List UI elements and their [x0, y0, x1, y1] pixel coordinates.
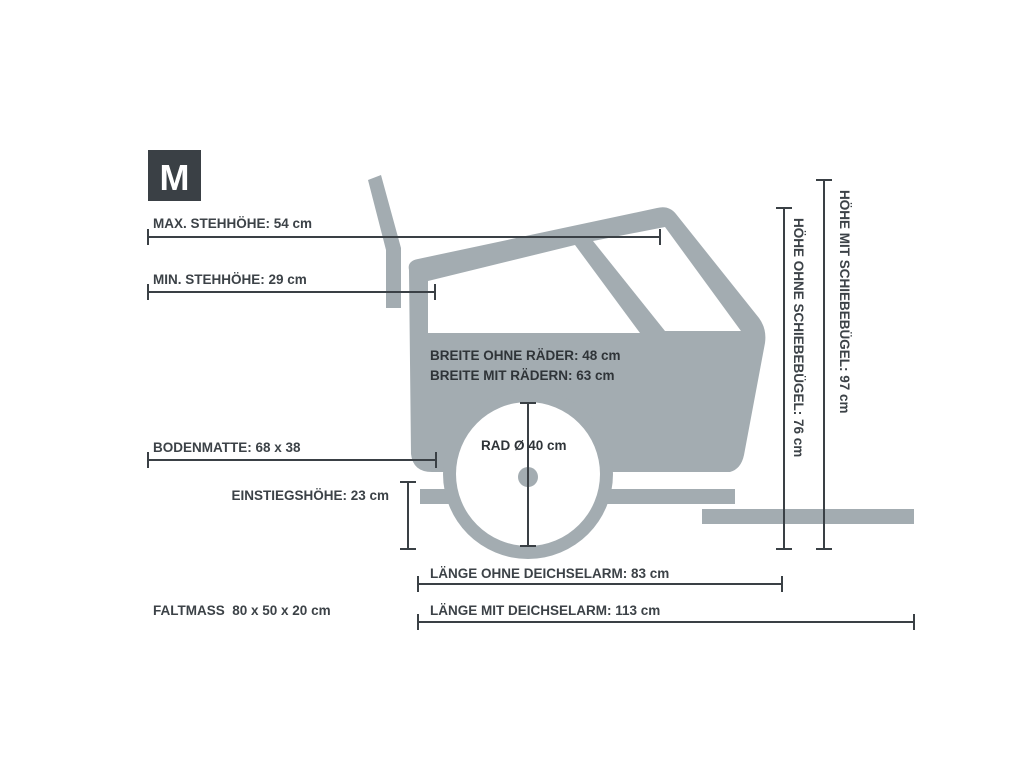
dim-line-max-standing-height	[147, 229, 661, 245]
dim-line-height-with-push-bar	[816, 179, 832, 550]
dim-line-height-without-push-bar	[776, 207, 792, 550]
label-entry-height: EINSTIEGSHÖHE: 23 cm	[231, 488, 389, 503]
dim-line-wheel-diameter	[520, 402, 536, 547]
rear-window	[593, 227, 741, 331]
dim-line-min-standing-height	[147, 284, 436, 300]
push-bar	[368, 175, 401, 308]
dimension-lines	[147, 179, 915, 630]
label-height-without-push-bar: HÖHE OHNE SCHIEBEBÜGEL: 76 cm	[791, 218, 806, 457]
dim-line-floor-mat	[147, 452, 437, 468]
drawbar	[702, 509, 914, 524]
dim-line-length-without-drawbar	[417, 576, 783, 592]
label-height-with-push-bar: HÖHE MIT SCHIEBEBÜGEL: 97 cm	[837, 190, 852, 414]
label-length-without-drawbar: LÄNGE OHNE DEICHSELARM: 83 cm	[430, 566, 669, 581]
label-folded-size: FALTMASS 80 x 50 x 20 cm	[153, 603, 331, 618]
trailer-windows	[428, 227, 741, 333]
size-badge: M	[148, 150, 201, 201]
front-window	[428, 245, 640, 333]
label-wheel-diameter: RAD Ø 40 cm	[481, 438, 567, 453]
dim-line-length-with-drawbar	[417, 614, 915, 630]
label-width-with-wheels: BREITE MIT RÄDERN: 63 cm	[430, 368, 615, 383]
label-width-without-wheels: BREITE OHNE RÄDER: 48 cm	[430, 348, 621, 363]
dimension-labels: MAX. STEHHÖHE: 54 cm MIN. STEHHÖHE: 29 c…	[153, 190, 852, 618]
dim-line-entry-height	[400, 481, 416, 550]
label-max-standing-height: MAX. STEHHÖHE: 54 cm	[153, 216, 312, 231]
label-length-with-drawbar: LÄNGE MIT DEICHSELARM: 113 cm	[430, 603, 660, 618]
size-badge-letter: M	[160, 157, 190, 198]
label-floor-mat: BODENMATTE: 68 x 38	[153, 440, 301, 455]
label-min-standing-height: MIN. STEHHÖHE: 29 cm	[153, 272, 307, 287]
